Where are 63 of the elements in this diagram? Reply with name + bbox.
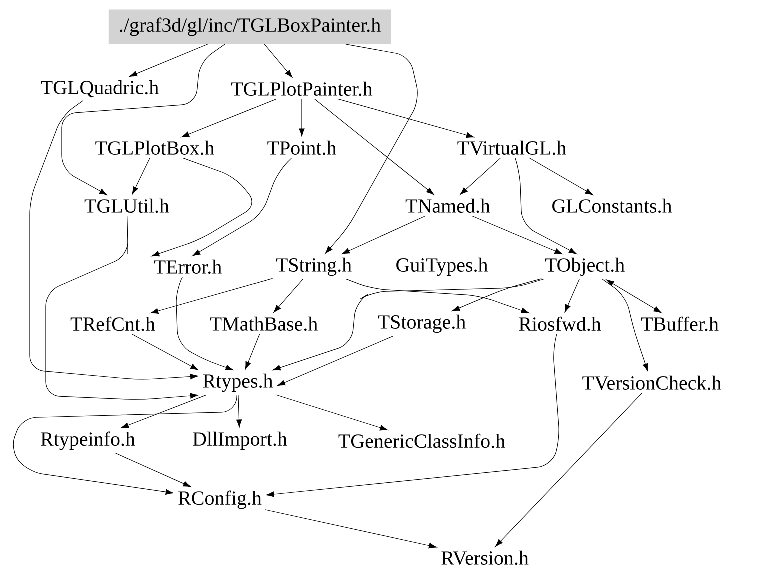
arrow [277, 336, 394, 386]
file-label: TPoint.h [268, 140, 336, 156]
arrow [276, 394, 388, 431]
file-label: TGLQuadric.h [41, 80, 159, 98]
file-label: TGLPlotPainter.h [232, 82, 373, 96]
arrow [132, 158, 150, 195]
file-label: TGLUtil.h [84, 198, 170, 214]
file-label: TObject.h [545, 258, 625, 276]
arrow [314, 98, 434, 196]
file-label: TMathBase.h [210, 316, 318, 332]
arrow [236, 395, 242, 428]
arrow [182, 98, 277, 138]
arrow [529, 158, 594, 196]
arrow [115, 453, 192, 488]
arrow [150, 278, 274, 314]
file-label: Rtypeinfo.h [41, 432, 136, 450]
file-label: TBuffer.h [641, 316, 719, 332]
arrow [132, 334, 199, 370]
file-label: TGenericClassInfo.h [338, 434, 506, 448]
file-label: TRefCnt.h [70, 316, 156, 332]
arrow [342, 216, 426, 254]
arrow [129, 44, 208, 78]
file-label: TNamed.h [406, 198, 490, 214]
arrow [176, 276, 234, 371]
file-label: TError.h [154, 260, 222, 274]
file-label: TVersionCheck.h [582, 376, 722, 390]
file-label: Rtypes.h [203, 374, 274, 392]
arrow [606, 280, 662, 314]
arrow [46, 216, 198, 400]
file-label: DllImport.h [193, 432, 288, 450]
arrow [515, 158, 577, 254]
arrow [495, 393, 642, 548]
arrow [30, 100, 198, 380]
arrow [338, 98, 474, 138]
arrow [452, 278, 542, 312]
arrow [152, 158, 252, 257]
arrow [299, 98, 305, 137]
arrow [564, 278, 580, 313]
arrow [266, 334, 560, 498]
arrow [245, 334, 260, 370]
arrow [13, 395, 238, 495]
arrow [460, 158, 501, 196]
arrow [346, 279, 530, 314]
file-label: GLConstants.h [552, 198, 672, 214]
file-label: GuiTypes.h [396, 258, 488, 276]
arrow [62, 44, 226, 196]
arrow [264, 44, 293, 78]
arrow [602, 278, 648, 372]
arrow [325, 44, 418, 254]
file-label: Riosfwd.h [519, 316, 602, 332]
file-label: TStorage.h [378, 314, 466, 334]
file-label: TGLPlotBox.h [96, 140, 214, 156]
arrow [192, 158, 292, 256]
arrow [272, 278, 544, 371]
arrow [472, 216, 563, 254]
file-label: RConfig.h [178, 490, 262, 510]
arrow [264, 510, 437, 549]
arrow [274, 279, 304, 313]
highlighted-file-box: ./graf3d/gl/inc/TGLBoxPainter.h [108, 10, 392, 44]
file-label: TString.h [276, 258, 352, 276]
file-label: TVirtualGL.h [458, 140, 566, 156]
arrow [121, 395, 206, 428]
file-label: RVersion.h [442, 550, 529, 566]
